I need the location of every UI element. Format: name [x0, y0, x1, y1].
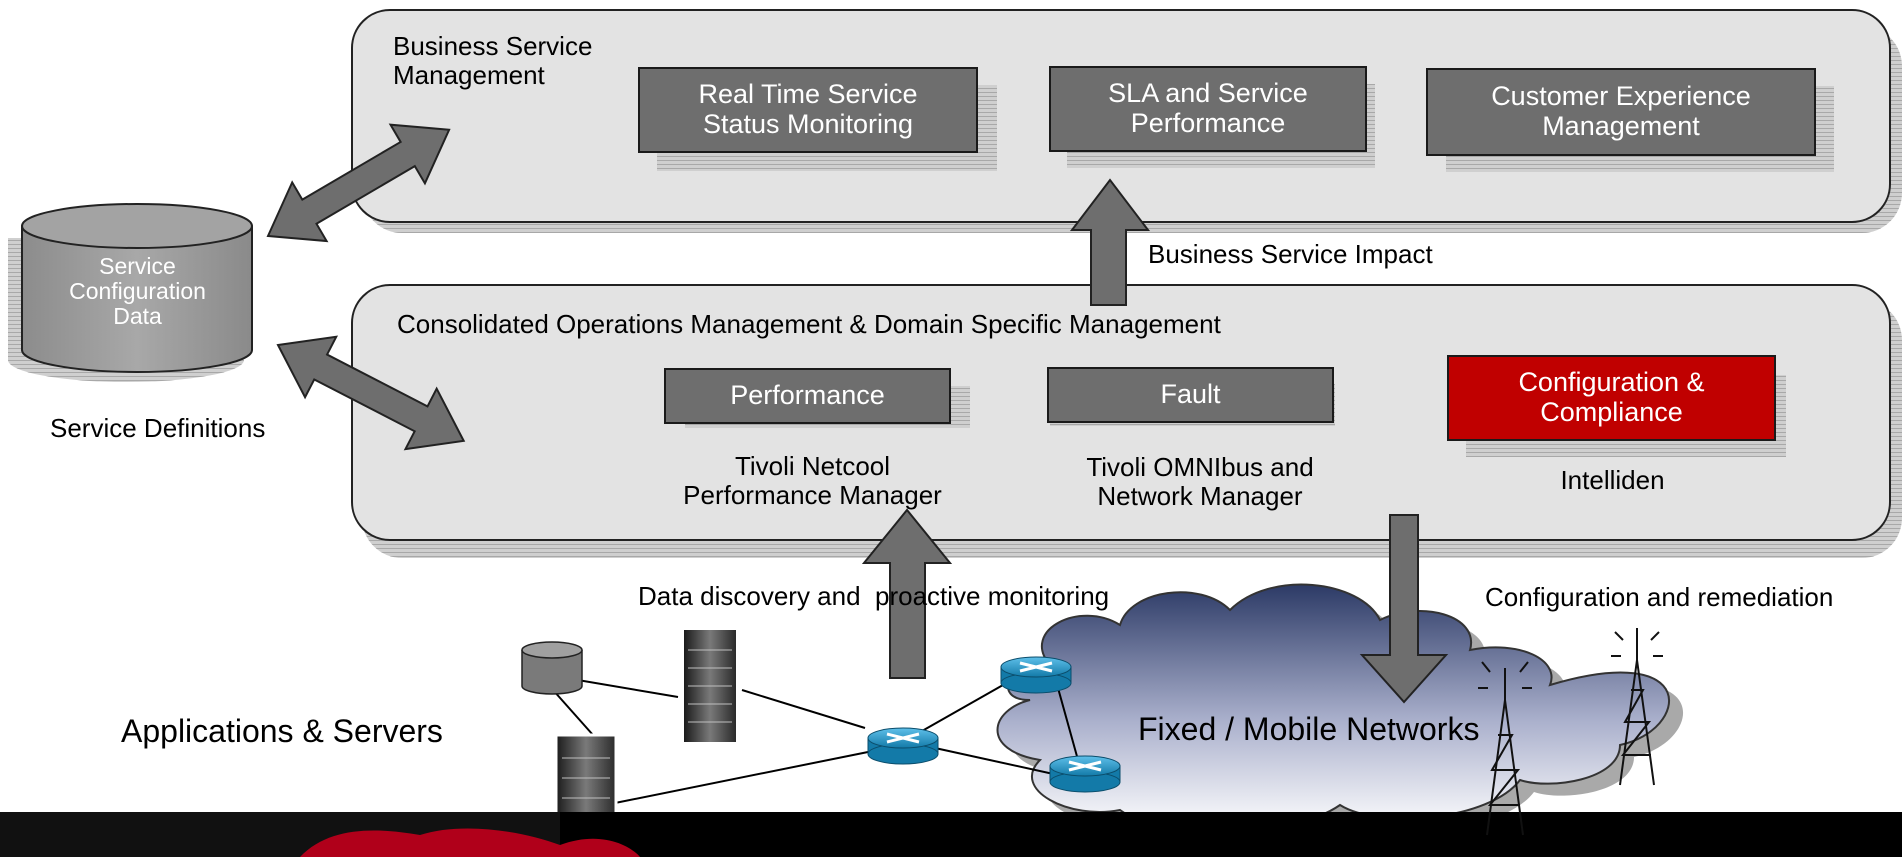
- database-label: Service Configuration Data: [69, 253, 206, 329]
- double-arrow-icon: [266, 123, 451, 243]
- configuration-remediation-label: Configuration and remediation: [1485, 582, 1834, 612]
- footer-logo-splash: [300, 828, 640, 857]
- configuration-caption: Intelliden: [1560, 465, 1665, 495]
- router-icon: [1000, 656, 1072, 694]
- double-arrow-icon: [276, 335, 466, 451]
- networks-label: Fixed / Mobile Networks: [1138, 711, 1480, 747]
- up-arrow-icon: [1069, 178, 1151, 306]
- customer-experience-box: Customer Experience Management: [1426, 68, 1816, 156]
- sla-performance-box: SLA and Service Performance: [1049, 66, 1367, 152]
- real-time-status-box: Real Time Service Status Monitoring: [638, 67, 978, 153]
- operations-layer-title: Consolidated Operations Management & Dom…: [397, 309, 1221, 339]
- business-impact-label: Business Service Impact: [1148, 239, 1433, 269]
- server-icon: [684, 630, 736, 742]
- radio-tower-icon: [1478, 661, 1532, 836]
- database-icon: [8, 203, 253, 382]
- radio-tower-icon: [1611, 628, 1663, 786]
- network-links: [552, 676, 1079, 804]
- database-small-icon: [521, 641, 583, 695]
- business-layer-title: Business Service Management: [393, 31, 593, 91]
- fault-caption: Tivoli OMNIbus and Network Manager: [1086, 452, 1314, 512]
- data-discovery-label: Data discovery and proactive monitoring: [638, 581, 1110, 611]
- performance-caption: Tivoli Netcool Performance Manager: [683, 451, 942, 511]
- fault-box: Fault: [1047, 367, 1334, 423]
- up-arrow-icon: [861, 508, 953, 679]
- configuration-compliance-box: Configuration & Compliance: [1447, 355, 1776, 441]
- down-arrow-icon: [1359, 514, 1449, 704]
- performance-box: Performance: [664, 368, 951, 424]
- router-icon: [867, 727, 939, 765]
- service-definitions-label: Service Definitions: [50, 413, 266, 443]
- router-icon: [1049, 755, 1121, 793]
- applications-servers-label: Applications & Servers: [121, 713, 443, 749]
